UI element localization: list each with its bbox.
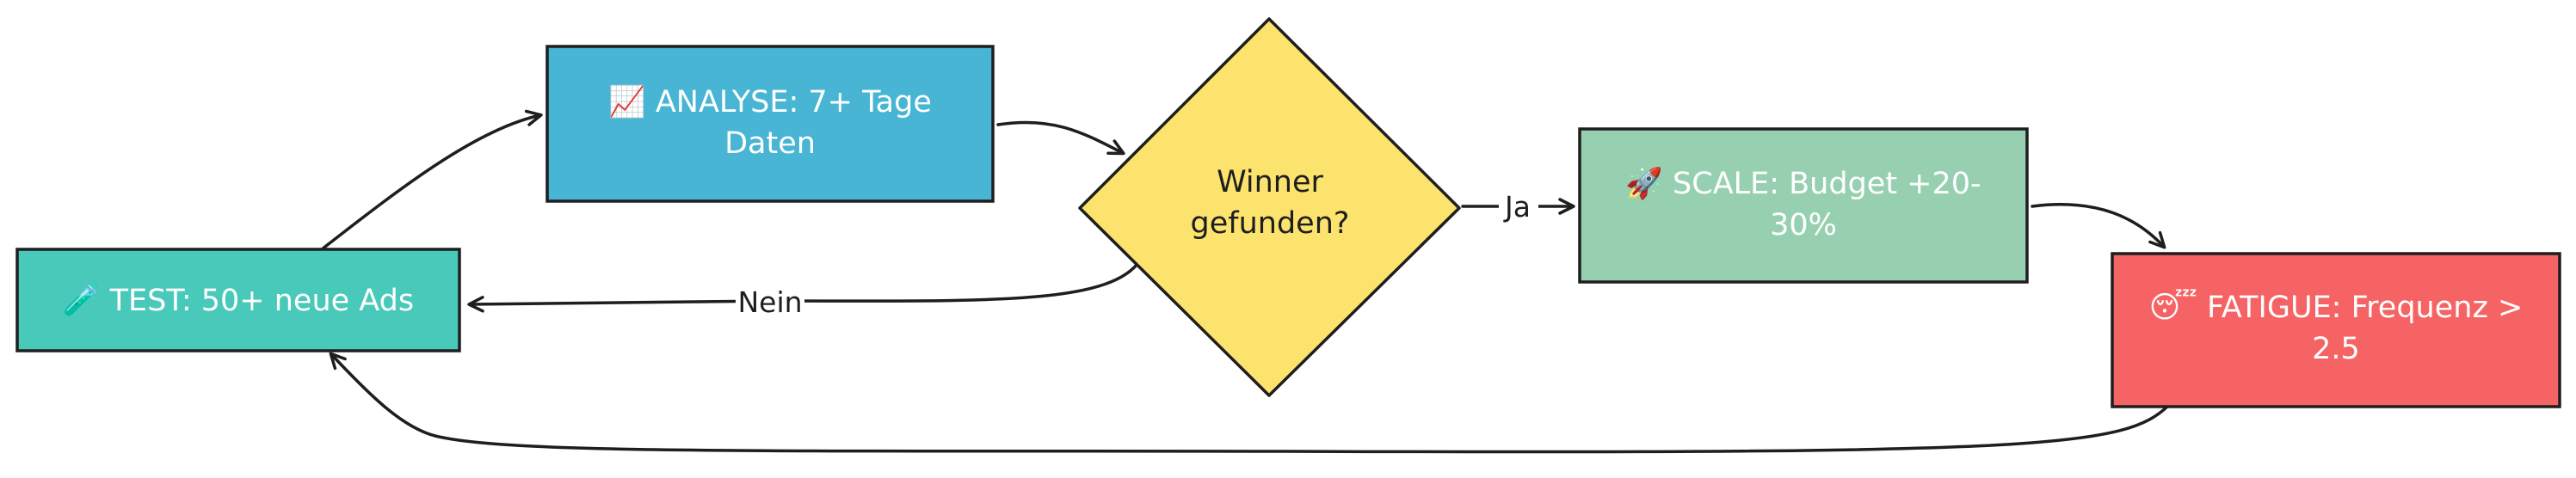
node-fatigue[interactable]: 😴 FATIGUE: Frequenz > 2.5	[2111, 252, 2561, 408]
node-analyse-label-line2: Daten	[724, 126, 816, 161]
node-test-label: 🧪 TEST: 50+ neue Ads	[63, 284, 414, 318]
node-analyse-box	[545, 45, 995, 203]
node-fatigue-box	[2111, 252, 2561, 408]
node-fatigue-label-line2: 2.5	[2312, 332, 2360, 366]
edge-label-no: Nein	[737, 285, 802, 319]
node-analyse[interactable]: 📈 ANALYSE: 7+ Tage Daten	[545, 45, 995, 203]
node-decision-label-line2: gefunden?	[1191, 206, 1350, 241]
edge-test-to-analyse	[320, 109, 543, 251]
node-decision-diamond	[1078, 17, 1461, 397]
node-test-box	[15, 248, 461, 352]
edge-label-no-bg	[736, 286, 804, 317]
node-decision-label-line1: Winner	[1217, 165, 1323, 199]
node-fatigue-label-line1: 😴 FATIGUE: Frequenz >	[2149, 289, 2524, 325]
edge-decision-no-to-test	[467, 259, 1142, 313]
edge-label-yes-bg	[1499, 191, 1538, 222]
node-scale[interactable]: 🚀 SCALE: Budget +20- 30%	[1578, 127, 2029, 284]
node-scale-label-line1: 🚀 SCALE: Budget +20-	[1625, 166, 1981, 201]
node-test[interactable]: 🧪 TEST: 50+ neue Ads	[15, 248, 461, 352]
node-scale-label-line2: 30%	[1770, 208, 1837, 242]
edge-fatigue-to-test	[329, 352, 2170, 454]
node-decision[interactable]: Winner gefunden?	[1078, 17, 1461, 397]
edge-analyse-to-decision	[996, 120, 1125, 156]
node-scale-box	[1578, 127, 2029, 284]
edge-scale-to-fatigue	[2031, 203, 2166, 249]
node-analyse-label-line1: 📈 ANALYSE: 7+ Tage	[608, 84, 932, 120]
edge-label-yes: Ja	[1503, 190, 1531, 224]
